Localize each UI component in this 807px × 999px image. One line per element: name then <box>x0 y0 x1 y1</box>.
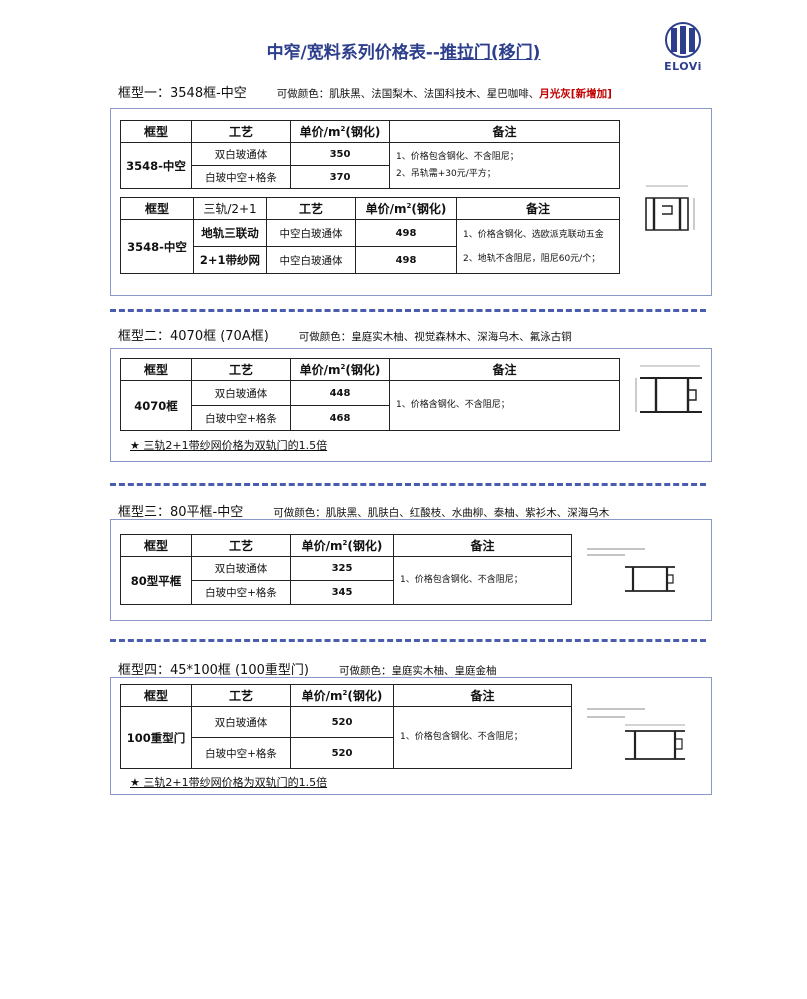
note-line: 1、价格含钢化、不含阻尼； <box>396 400 510 410</box>
price-cell: 520 <box>290 706 394 738</box>
craft-cell: 白玻中空+格条 <box>191 580 291 605</box>
logo-text: ELOVi <box>664 60 702 73</box>
col-craft: 工艺 <box>266 197 356 220</box>
note-line: 1、价格含钢化、选欧派克联动五金 <box>463 229 604 240</box>
craft-cell: 双白玻通体 <box>191 556 291 581</box>
page-title: 中窄/宽料系列价格表--推拉门(移门) <box>0 38 807 63</box>
col-frame: 框型 <box>120 197 194 220</box>
section1-heading: 框型一：3548框-中空 可做颜色：肌肤黑、法国梨木、法国科技木、星巴咖啡、月光灰… <box>118 82 612 101</box>
section1-title: 框型一：3548框-中空 <box>118 86 247 101</box>
col-note: 备注 <box>393 534 572 557</box>
section4-table: 框型 工艺 单价/m2(钢化) 备注 100重型门 双白玻通体 520 1、价格… <box>120 684 572 769</box>
note-cell: 1、价格含钢化、不含阻尼； <box>389 380 620 431</box>
col-frame: 框型 <box>120 120 192 143</box>
logo-emblem-icon <box>665 22 701 58</box>
profile-diagram-icon <box>632 180 702 250</box>
section2-title: 框型二：4070框 (70A框) <box>118 329 269 344</box>
profile-diagram-icon <box>585 545 685 601</box>
section2-box <box>110 348 712 462</box>
craft-cell: 双白玻通体 <box>191 380 291 406</box>
section1-colors: 可做颜色：肌肤黑、法国梨木、法国科技木、星巴咖啡、月光灰[新增加] <box>277 88 612 100</box>
track-cell: 2+1带纱网 <box>193 246 267 274</box>
track-cell: 地轨三联动 <box>193 219 267 247</box>
note-line: 2、地轨不含阻尼，阻尼60元/个； <box>463 253 601 264</box>
price-cell: 448 <box>290 380 390 406</box>
frame-cell: 3548-中空 <box>120 219 194 274</box>
frame-cell: 3548-中空 <box>120 142 192 189</box>
section1-table2: 框型 三轨/2+1 工艺 单价/m2(钢化) 备注 3548-中空 地轨三联动 … <box>120 197 620 274</box>
note-cell: 1、价格包含钢化、不含阻尼； 2、吊轨需+30元/平方； <box>389 142 620 189</box>
price-cell: 345 <box>290 580 394 605</box>
section1-box <box>110 108 712 296</box>
price-cell: 498 <box>355 219 457 247</box>
note-cell: 1、价格包含钢化、不含阻尼； <box>393 556 572 605</box>
col-craft: 工艺 <box>191 684 291 707</box>
profile-diagram-icon <box>630 362 710 422</box>
price-cell: 520 <box>290 737 394 769</box>
section4-title: 框型四：45*100框 (100重型门) <box>118 663 309 678</box>
note-line: 1、价格包含钢化、不含阻尼； <box>400 732 523 742</box>
note-line: 1、价格包含钢化、不含阻尼； <box>400 575 523 585</box>
note-cell: 1、价格含钢化、选欧派克联动五金 2、地轨不含阻尼，阻尼60元/个； <box>456 219 620 274</box>
frame-cell: 100重型门 <box>120 706 192 769</box>
section-divider <box>110 639 706 642</box>
col-frame: 框型 <box>120 684 192 707</box>
col-frame: 框型 <box>120 534 192 557</box>
craft-cell: 白玻中空+格条 <box>191 737 291 769</box>
col-price: 单价/m2(钢化) <box>290 358 390 381</box>
section2-colors: 可做颜色：皇庭实木柚、视觉森林木、深海乌木、氟泳古铜 <box>298 331 572 343</box>
col-note: 备注 <box>456 197 620 220</box>
brand-logo: ELOVi <box>656 20 710 76</box>
col-price: 单价/m2(钢化) <box>290 120 390 143</box>
section1-colors-new: 月光灰[新增加] <box>539 88 612 100</box>
craft-cell: 双白玻通体 <box>191 142 291 166</box>
col-price: 单价/m2(钢化) <box>290 534 394 557</box>
section3-colors: 可做颜色：肌肤黑、肌肤白、红酸枝、水曲柳、泰柚、紫衫木、深海乌木 <box>273 507 610 519</box>
col-price: 单价/m2(钢化) <box>355 197 457 220</box>
section-divider <box>110 309 706 312</box>
section1-table1: 框型 工艺 单价/m2(钢化) 备注 3548-中空 双白玻通体 350 1、价… <box>120 120 620 189</box>
title-part2: 推拉门(移门) <box>439 43 541 63</box>
section3-heading: 框型三：80平框-中空 可做颜色：肌肤黑、肌肤白、红酸枝、水曲柳、泰柚、紫衫木、深… <box>118 501 609 520</box>
section4-colors: 可做颜色：皇庭实木柚、皇庭金柚 <box>338 665 497 677</box>
col-price: 单价/m2(钢化) <box>290 684 394 707</box>
price-cell: 498 <box>355 246 457 274</box>
section2-heading: 框型二：4070框 (70A框) 可做颜色：皇庭实木柚、视觉森林木、深海乌木、氟泳… <box>118 325 572 344</box>
craft-cell: 中空白玻通体 <box>266 246 356 274</box>
price-cell: 468 <box>290 405 390 431</box>
section4-star-note: ★ 三轨2+1带纱网价格为双轨门的1.5倍 <box>130 776 328 789</box>
section4-heading: 框型四：45*100框 (100重型门) 可做颜色：皇庭实木柚、皇庭金柚 <box>118 659 496 678</box>
section2-table: 框型 工艺 单价/m2(钢化) 备注 4070框 双白玻通体 448 1、价格含… <box>120 358 620 431</box>
craft-cell: 白玻中空+格条 <box>191 165 291 189</box>
col-craft: 工艺 <box>191 534 291 557</box>
col-note: 备注 <box>389 120 620 143</box>
section1-colors-label: 可做颜色：肌肤黑、法国梨木、法国科技木、星巴咖啡、 <box>276 88 540 100</box>
craft-cell: 双白玻通体 <box>191 706 291 738</box>
price-cell: 350 <box>290 142 390 166</box>
frame-cell: 4070框 <box>120 380 192 431</box>
col-note: 备注 <box>393 684 572 707</box>
section-divider <box>110 483 706 486</box>
note-line: 2、吊轨需+30元/平方； <box>396 168 496 179</box>
profile-diagram-icon <box>585 705 695 765</box>
col-craft: 工艺 <box>191 120 291 143</box>
title-part1: 中窄/宽料系列价格表-- <box>266 43 440 63</box>
price-cell: 370 <box>290 165 390 189</box>
col-track: 三轨/2+1 <box>193 197 267 220</box>
section4-box <box>110 677 712 795</box>
section3-box <box>110 519 712 621</box>
section3-table: 框型 工艺 单价/m2(钢化) 备注 80型平框 双白玻通体 325 1、价格包… <box>120 534 572 605</box>
section2-star-note: ★ 三轨2+1带纱网价格为双轨门的1.5倍 <box>130 439 328 452</box>
price-cell: 325 <box>290 556 394 581</box>
craft-cell: 白玻中空+格条 <box>191 405 291 431</box>
note-line: 1、价格包含钢化、不含阻尼； <box>396 151 519 162</box>
col-craft: 工艺 <box>191 358 291 381</box>
col-note: 备注 <box>389 358 620 381</box>
col-frame: 框型 <box>120 358 192 381</box>
section3-title: 框型三：80平框-中空 <box>118 505 244 520</box>
craft-cell: 中空白玻通体 <box>266 219 356 247</box>
note-cell: 1、价格包含钢化、不含阻尼； <box>393 706 572 769</box>
frame-cell: 80型平框 <box>120 556 192 605</box>
